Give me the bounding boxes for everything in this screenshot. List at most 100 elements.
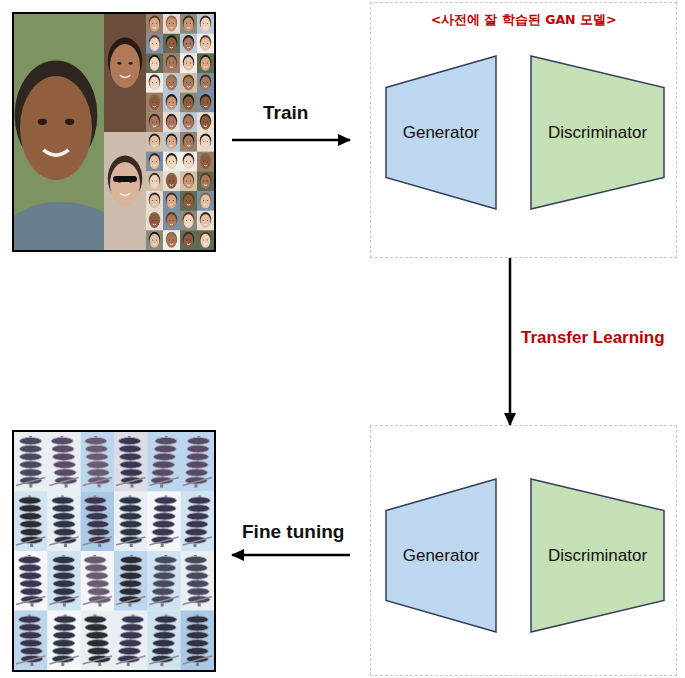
insulator-disc: [53, 640, 75, 647]
eye: [186, 62, 187, 64]
smile: [170, 145, 174, 147]
photo-tile: [197, 93, 214, 113]
eye: [173, 219, 174, 221]
text-holder: Generator: [385, 478, 497, 633]
eye: [190, 160, 191, 162]
insulator-disc: [119, 497, 141, 504]
insulator-disc: [19, 632, 41, 639]
insulator-disc: [19, 616, 41, 623]
connector-arrow: [509, 258, 512, 425]
insulator-disc: [120, 580, 142, 587]
insulator-disc: [86, 513, 108, 520]
insulator-disc: [85, 505, 107, 512]
photo-tile: [197, 14, 214, 34]
insulator-disc: [186, 572, 208, 579]
support-bar: [183, 597, 212, 605]
eye: [156, 239, 157, 241]
photo-tile: [197, 53, 214, 73]
insulator-disc: [52, 445, 74, 452]
insulator-disc: [87, 640, 109, 647]
insulator-disc: [119, 445, 141, 452]
photo-tile: [146, 132, 163, 152]
eye: [152, 160, 153, 162]
trapezoid-shape: [531, 56, 664, 209]
face: [201, 175, 211, 189]
support-bar: [149, 597, 178, 605]
smile: [187, 204, 191, 206]
photo-tile: [180, 171, 197, 191]
photo-tile: [180, 73, 197, 93]
image-tile: [147, 551, 181, 611]
insulator-disc: [19, 513, 41, 520]
insulator-disc: [188, 505, 210, 512]
text-holder: <사전에 잘 학습된 GAN 모델>: [371, 3, 676, 29]
insulator-disc: [121, 624, 143, 631]
eye: [207, 160, 208, 162]
photo-tile: [146, 112, 163, 132]
eye: [156, 200, 157, 202]
eye: [203, 180, 204, 182]
smile: [204, 165, 208, 167]
support-bar: [183, 478, 212, 486]
insulator-disc: [84, 556, 106, 563]
connector-layer: [510, 258, 511, 425]
eye: [186, 160, 187, 162]
face: [167, 175, 177, 189]
smile: [187, 47, 191, 49]
face: [201, 57, 211, 71]
image-tile: [14, 432, 48, 492]
face: [167, 214, 177, 228]
eye: [156, 160, 157, 162]
eye: [207, 42, 208, 44]
insulator-disc: [119, 437, 141, 444]
face: [150, 234, 160, 248]
insulator-disc: [186, 616, 208, 623]
eye: [186, 101, 187, 103]
support-bar: [116, 478, 145, 486]
smile: [120, 193, 131, 195]
photo-tile: [197, 132, 214, 152]
face: [150, 18, 160, 32]
image-frame: [13, 431, 215, 671]
eye: [156, 82, 157, 84]
face: [110, 44, 140, 88]
photo-tile: [163, 171, 180, 191]
eye: [156, 219, 157, 221]
sunglasses: [113, 176, 137, 182]
support-bar: [16, 537, 45, 545]
insulator-disc: [54, 624, 76, 631]
smile: [153, 165, 157, 167]
face: [167, 96, 177, 110]
eye: [203, 121, 204, 123]
photo-tile: [146, 53, 163, 73]
insulator-disc: [186, 461, 208, 468]
insulator-disc: [155, 616, 177, 623]
image-tile: [114, 611, 148, 671]
insulator-disc: [86, 453, 108, 460]
insulator-disc: [53, 453, 75, 460]
insulator-disc: [120, 513, 142, 520]
eye: [190, 239, 191, 241]
insulator-disc: [186, 469, 208, 476]
insulator-disc: [154, 564, 176, 571]
eye: [207, 239, 208, 241]
photo-tile: [146, 230, 163, 250]
eye: [129, 62, 133, 65]
photo-tile: [180, 14, 197, 34]
insulator-disc: [20, 580, 42, 587]
eye: [203, 82, 204, 84]
smile: [204, 204, 208, 206]
eye: [190, 42, 191, 44]
eye: [186, 141, 187, 143]
insulator-disc: [118, 648, 140, 655]
smile: [170, 27, 174, 29]
insulator-disc: [152, 469, 174, 476]
smile: [153, 224, 157, 226]
image-tile: [147, 492, 181, 552]
network-block: Generator: [385, 478, 497, 633]
smile: [153, 106, 157, 108]
eye: [169, 82, 170, 84]
face: [201, 96, 211, 110]
insulator-disc: [87, 469, 109, 476]
support-bar: [183, 656, 212, 664]
